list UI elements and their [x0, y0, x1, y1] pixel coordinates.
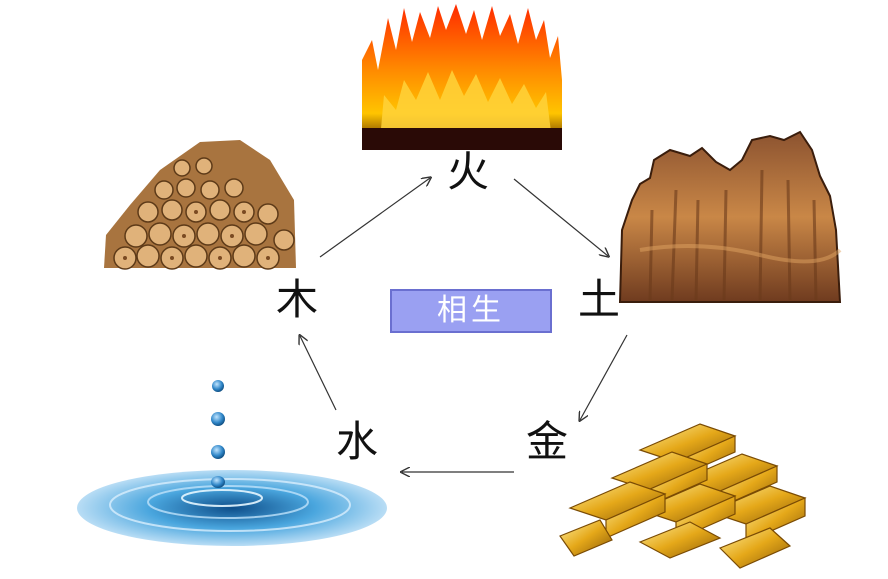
label-wood: 木: [276, 275, 319, 324]
arrow-water-to-wood: [300, 336, 337, 411]
label-fire: 火: [447, 147, 490, 196]
label-metal: 金: [526, 417, 569, 466]
arrow-fire-to-earth: [513, 178, 608, 256]
label-earth: 土: [578, 275, 621, 324]
earth-icon: [618, 130, 842, 303]
wood-icon: [104, 140, 296, 270]
fire-icon: [362, 4, 562, 150]
water-icon: [77, 380, 387, 546]
arrow-wood-to-fire: [319, 178, 430, 258]
metal-icon: [559, 423, 807, 569]
arrow-earth-to-metal: [580, 334, 628, 420]
cycle-arrows: [300, 178, 628, 472]
label-water: 水: [336, 417, 379, 466]
center-label-box: 相生: [390, 289, 552, 333]
